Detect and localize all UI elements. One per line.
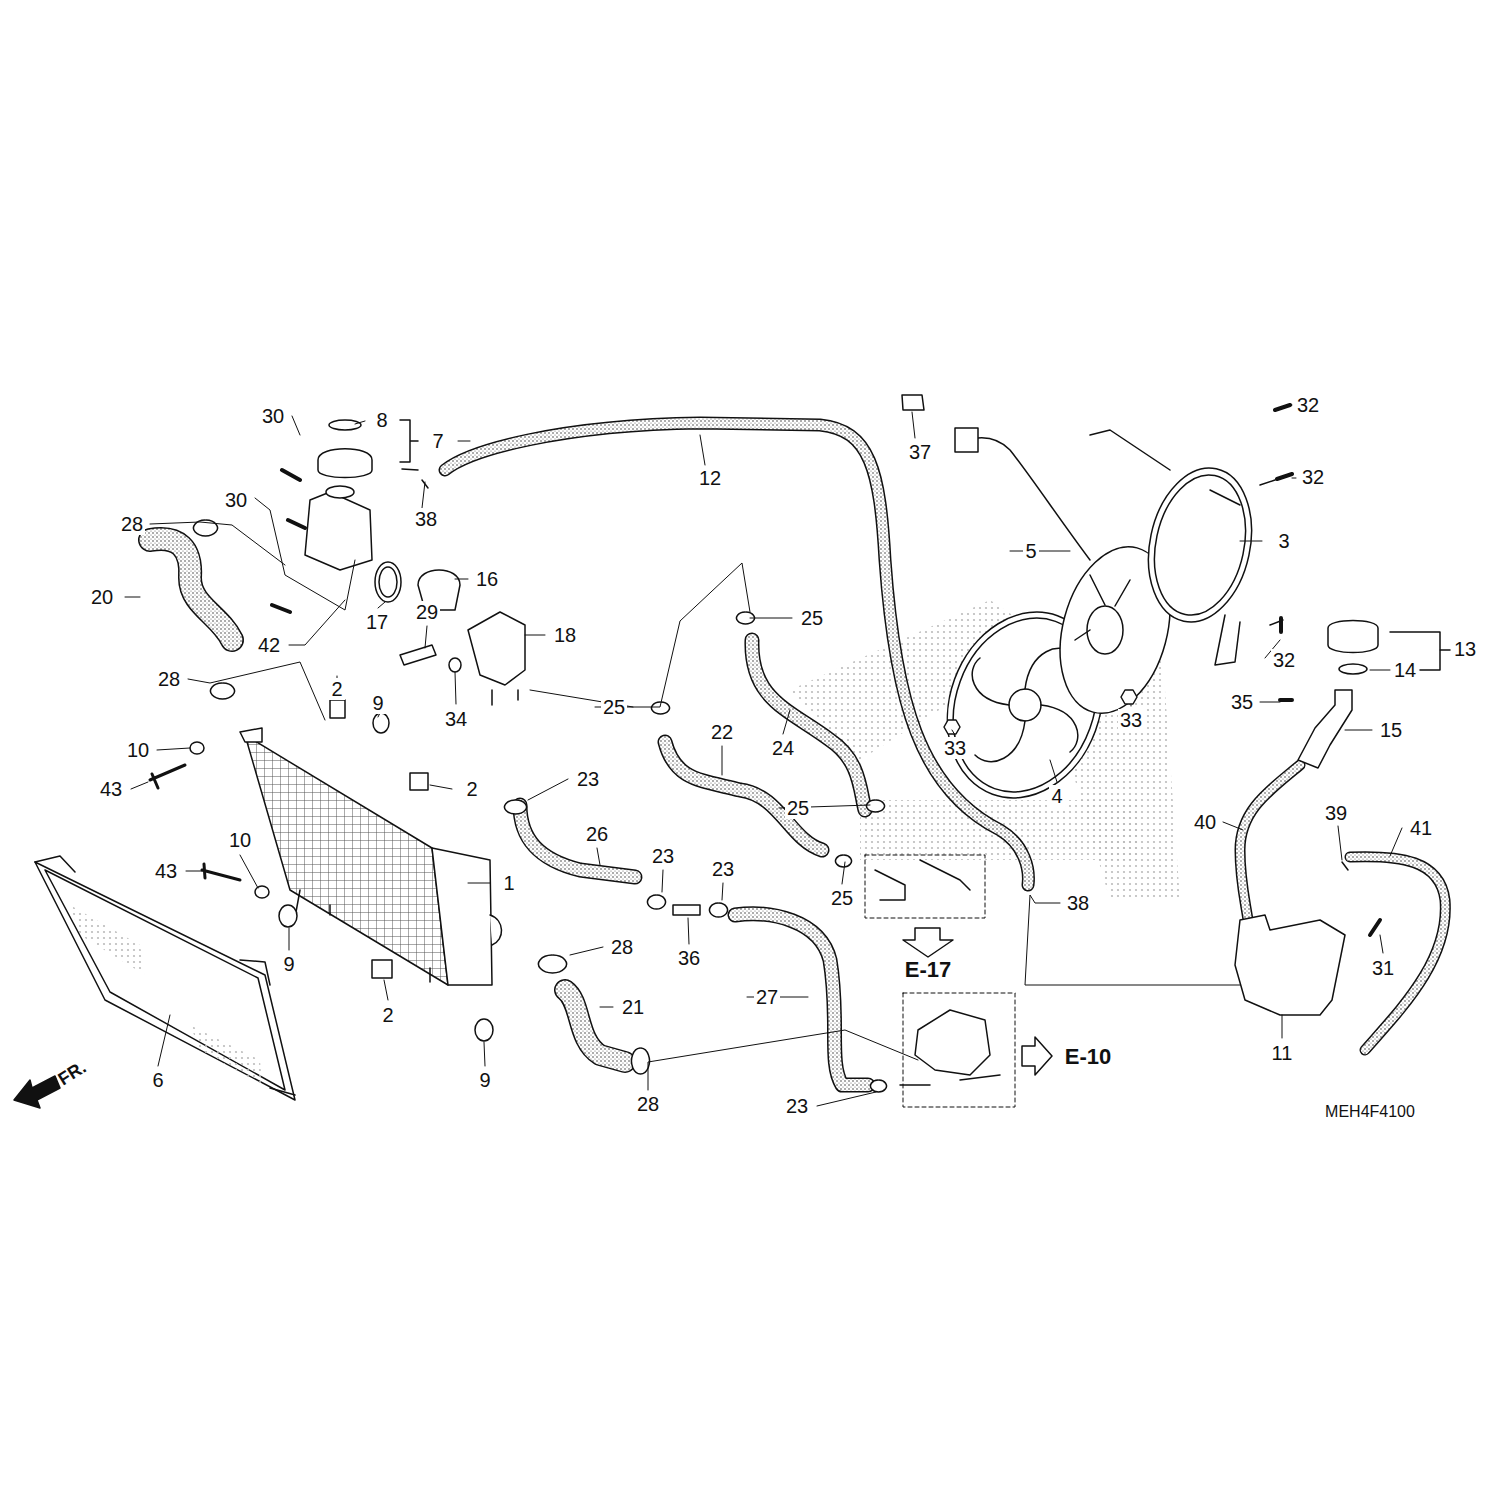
callout-number: 33: [942, 737, 968, 759]
callout-number: 2: [380, 1004, 395, 1026]
callout-number: 21: [620, 996, 646, 1018]
callout-number: 38: [413, 508, 439, 530]
callout-number: 22: [709, 721, 735, 743]
callout-number: 26: [584, 823, 610, 845]
callout-number: 13: [1452, 638, 1478, 660]
callout-number: 9: [477, 1069, 492, 1091]
section-reference: E-17: [903, 958, 953, 982]
callout-number: 25: [799, 607, 825, 629]
callout-number: 16: [474, 568, 500, 590]
callout-number: 42: [256, 634, 282, 656]
callout-number: 9: [281, 953, 296, 975]
callout-number: 28: [635, 1093, 661, 1115]
callout-number: 23: [784, 1095, 810, 1117]
callout-number: 12: [697, 467, 723, 489]
callout-number: 11: [1270, 1042, 1295, 1064]
callout-number: 2: [464, 778, 479, 800]
callout-number: 23: [575, 768, 601, 790]
callout-number: 43: [153, 860, 179, 882]
callout-number: 6: [150, 1069, 165, 1091]
callout-number: 23: [710, 858, 736, 880]
callout-number: 32: [1271, 649, 1297, 671]
callout-number: 43: [98, 778, 124, 800]
callout-number: 2: [329, 678, 344, 700]
callout-number: 33: [1118, 709, 1144, 731]
callout-number: 32: [1295, 394, 1321, 416]
callout-number: 20: [89, 586, 115, 608]
drawing-code: MEH4F4100: [1323, 1103, 1417, 1121]
callout-number: 10: [125, 739, 151, 761]
callout-number: 35: [1229, 691, 1255, 713]
callout-number: 18: [552, 624, 578, 646]
callout-number: 23: [650, 845, 676, 867]
callout-number: 29: [414, 601, 440, 623]
callout-number: 40: [1192, 811, 1218, 833]
callout-number: 3: [1276, 530, 1291, 552]
callout-number: 39: [1323, 802, 1349, 824]
callout-number: 10: [227, 829, 253, 851]
callout-number: 28: [119, 513, 145, 535]
callout-number: 27: [754, 986, 780, 1008]
section-reference: E-10: [1063, 1045, 1113, 1069]
callout-number: 38: [1065, 892, 1091, 914]
callout-number: 30: [223, 489, 249, 511]
callout-number: 34: [443, 708, 469, 730]
callout-number: 1: [501, 872, 516, 894]
callout-number: 31: [1370, 957, 1396, 979]
callout-number: 8: [374, 409, 389, 431]
callout-number: 25: [601, 696, 627, 718]
callout-number: 5: [1023, 540, 1038, 562]
callout-number: 37: [907, 441, 933, 463]
callout-number: 36: [676, 947, 702, 969]
callout-number: 41: [1408, 817, 1434, 839]
callout-number: 25: [829, 887, 855, 909]
callout-number: 24: [770, 737, 796, 759]
callout-number: 7: [430, 430, 445, 452]
callout-number: 15: [1378, 719, 1404, 741]
callout-number: 14: [1392, 659, 1418, 681]
callout-number: 4: [1049, 785, 1064, 807]
callout-number: 25: [785, 797, 811, 819]
callout-number: 32: [1300, 466, 1326, 488]
callout-number: 28: [156, 668, 182, 690]
callout-number: 30: [260, 405, 286, 427]
callout-number: 28: [609, 936, 635, 958]
callout-number: 9: [370, 692, 385, 714]
callout-number: 17: [364, 611, 390, 633]
